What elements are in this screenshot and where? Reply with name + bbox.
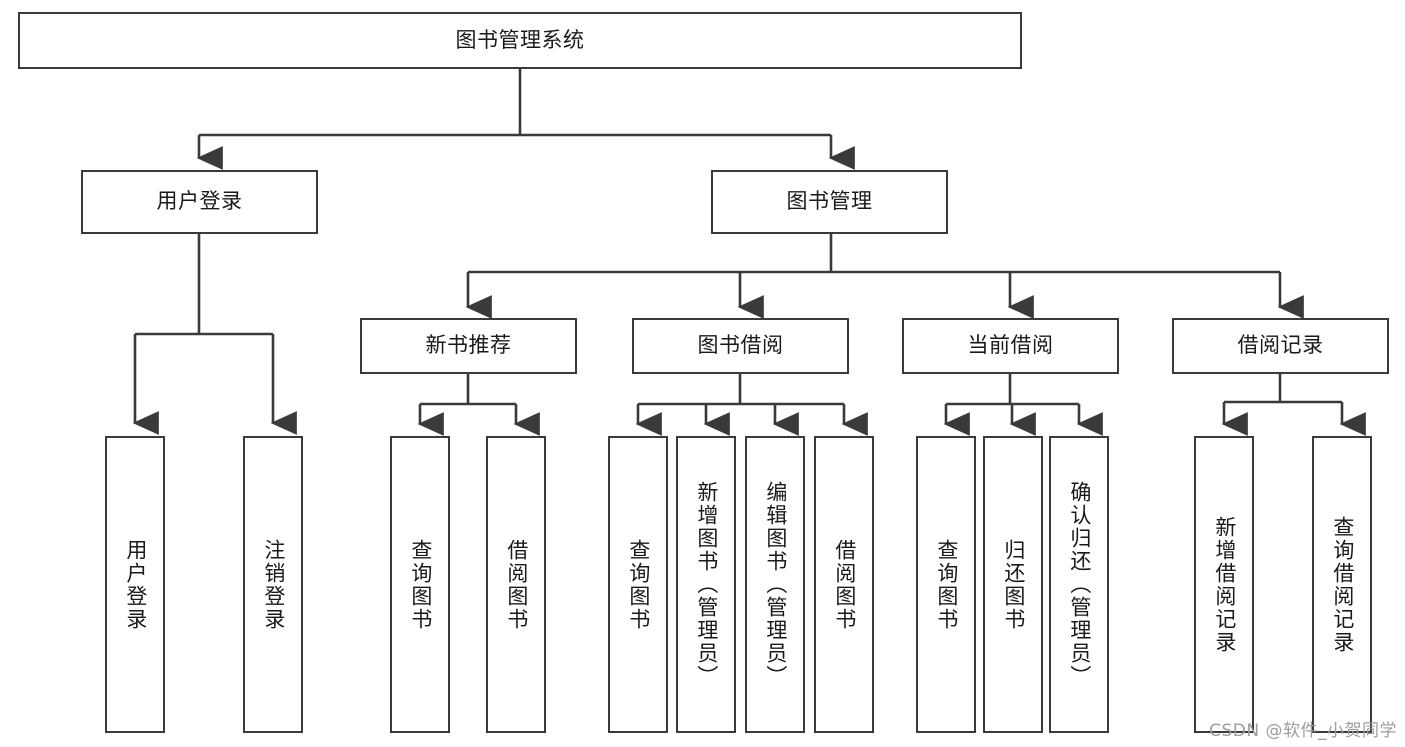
leaf-user-login-login[interactable]: 用户登录: [105, 436, 165, 733]
leaf-label: 用户登录: [123, 538, 148, 631]
node-new-book-recommend-label: 新书推荐: [425, 333, 512, 358]
leaf-new-book-borrow[interactable]: 借阅图书: [486, 436, 546, 733]
node-user-login-label: 用户登录: [156, 189, 243, 214]
leaf-borrow-borrow-book[interactable]: 借阅图书: [814, 436, 874, 733]
leaf-label: 查询图书: [626, 538, 651, 631]
leaf-label: 新增借阅记录: [1212, 515, 1237, 654]
csdn-watermark: CSDN @软件_小贺同学: [1209, 721, 1397, 741]
node-user-login[interactable]: 用户登录: [81, 170, 318, 234]
leaf-user-login-logout[interactable]: 注销登录: [243, 436, 303, 733]
leaf-label: 借阅图书: [832, 538, 857, 631]
leaf-current-confirm-return-admin[interactable]: 确认归还（管理员）: [1049, 436, 1109, 733]
leaf-current-query-book[interactable]: 查询图书: [916, 436, 976, 733]
node-borrow-record[interactable]: 借阅记录: [1172, 318, 1389, 374]
node-borrow-record-label: 借阅记录: [1237, 333, 1324, 358]
leaf-borrow-add-book-admin[interactable]: 新增图书（管理员）: [676, 436, 736, 733]
leaf-record-query-record[interactable]: 查询借阅记录: [1312, 436, 1372, 733]
leaf-borrow-edit-book-admin[interactable]: 编辑图书（管理员）: [745, 436, 805, 733]
node-root[interactable]: 图书管理系统: [18, 12, 1022, 69]
leaf-label: 确认归还（管理员）: [1067, 481, 1092, 688]
leaf-current-return-book[interactable]: 归还图书: [983, 436, 1043, 733]
leaf-label: 归还图书: [1001, 538, 1026, 631]
leaf-label: 查询借阅记录: [1330, 515, 1355, 654]
leaf-label: 查询图书: [934, 538, 959, 631]
node-new-book-recommend[interactable]: 新书推荐: [360, 318, 577, 374]
leaf-label: 查询图书: [408, 538, 433, 631]
leaf-new-book-query[interactable]: 查询图书: [390, 436, 450, 733]
leaf-label: 新增图书（管理员）: [694, 481, 719, 688]
leaf-record-add-record[interactable]: 新增借阅记录: [1194, 436, 1254, 733]
node-book-management-label: 图书管理: [786, 189, 873, 214]
node-current-borrow-label: 当前借阅: [967, 333, 1054, 358]
leaf-label: 借阅图书: [504, 538, 529, 631]
node-book-borrow[interactable]: 图书借阅: [632, 318, 849, 374]
node-current-borrow[interactable]: 当前借阅: [902, 318, 1119, 374]
node-root-label: 图书管理系统: [455, 27, 585, 52]
leaf-borrow-query-book[interactable]: 查询图书: [608, 436, 668, 733]
leaf-label: 编辑图书（管理员）: [763, 481, 788, 688]
leaf-label: 注销登录: [261, 538, 286, 631]
node-book-management[interactable]: 图书管理: [711, 170, 948, 234]
node-book-borrow-label: 图书借阅: [697, 333, 784, 358]
